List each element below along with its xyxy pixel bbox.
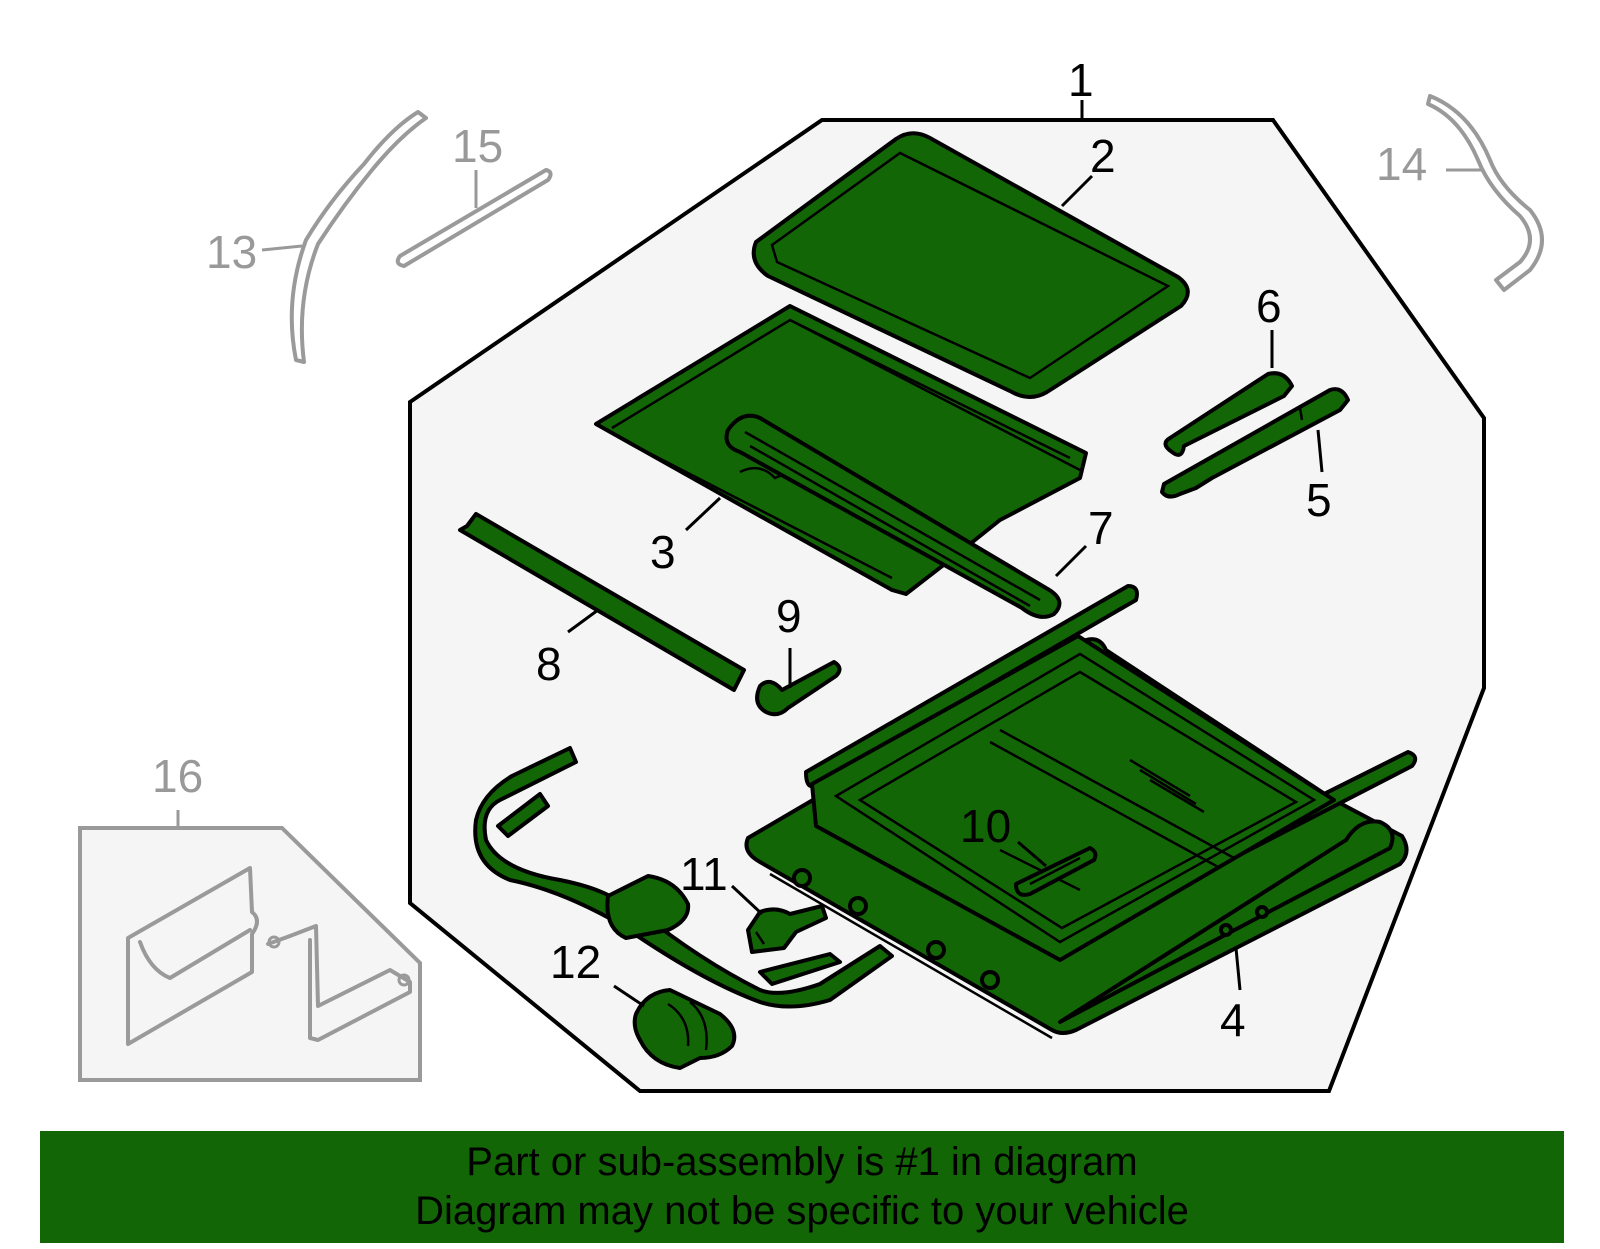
callout-14: 14 bbox=[1376, 138, 1427, 190]
callout-4: 4 bbox=[1220, 994, 1246, 1046]
part-9-seal[interactable] bbox=[755, 660, 842, 717]
banner-line-1: Part or sub-assembly is #1 in diagram bbox=[466, 1140, 1138, 1184]
part-16-kit-muted[interactable] bbox=[126, 866, 412, 1046]
leader-5 bbox=[1316, 429, 1324, 473]
leader-2 bbox=[1060, 174, 1094, 208]
callout-2: 2 bbox=[1090, 130, 1116, 182]
callout-15: 15 bbox=[452, 120, 503, 172]
callout-12: 12 bbox=[550, 936, 601, 988]
leader-13 bbox=[261, 244, 303, 252]
callout-11: 11 bbox=[680, 848, 728, 900]
leader-4 bbox=[1234, 947, 1242, 991]
callout-9: 9 bbox=[776, 590, 802, 642]
part-5-guide-rail[interactable] bbox=[1160, 387, 1350, 499]
leader-10 bbox=[1017, 840, 1047, 868]
part-10-clip[interactable] bbox=[1014, 846, 1098, 897]
part-3-sunshade[interactable] bbox=[594, 304, 1088, 596]
part-15-strip-muted[interactable] bbox=[395, 168, 553, 268]
part-7-wind-deflector[interactable] bbox=[724, 413, 1062, 619]
leader-3 bbox=[684, 496, 722, 532]
callout-6: 6 bbox=[1256, 280, 1282, 332]
callout-16: 16 bbox=[152, 750, 203, 802]
callout-13: 13 bbox=[206, 226, 257, 278]
callout-5: 5 bbox=[1306, 474, 1332, 526]
callout-10: 10 bbox=[960, 800, 1011, 852]
part-14-trim-muted[interactable] bbox=[1426, 94, 1544, 292]
part-8-weatherstrip[interactable] bbox=[458, 512, 746, 692]
leader-12 bbox=[613, 984, 645, 1008]
part-12-motor[interactable] bbox=[632, 988, 737, 1070]
part-6-guide-rail[interactable] bbox=[1163, 371, 1294, 457]
part-13-trim-muted[interactable] bbox=[289, 110, 428, 364]
leader-8 bbox=[567, 608, 599, 634]
callout-3: 3 bbox=[650, 526, 676, 578]
callout-1: 1 bbox=[1068, 54, 1094, 106]
leader-11 bbox=[730, 884, 764, 916]
drain-hose-assembly[interactable] bbox=[473, 746, 894, 1009]
callout-7: 7 bbox=[1088, 502, 1114, 554]
part-11-connector[interactable] bbox=[746, 904, 828, 954]
part-2-glass-panel[interactable] bbox=[751, 131, 1190, 399]
leader-7 bbox=[1054, 544, 1088, 578]
part-4-frame-assembly[interactable] bbox=[744, 584, 1418, 1040]
info-banner: Part or sub-assembly is #1 in diagram Di… bbox=[40, 1131, 1564, 1243]
callout-8: 8 bbox=[536, 638, 562, 690]
banner-line-2: Diagram may not be specific to your vehi… bbox=[415, 1189, 1189, 1233]
